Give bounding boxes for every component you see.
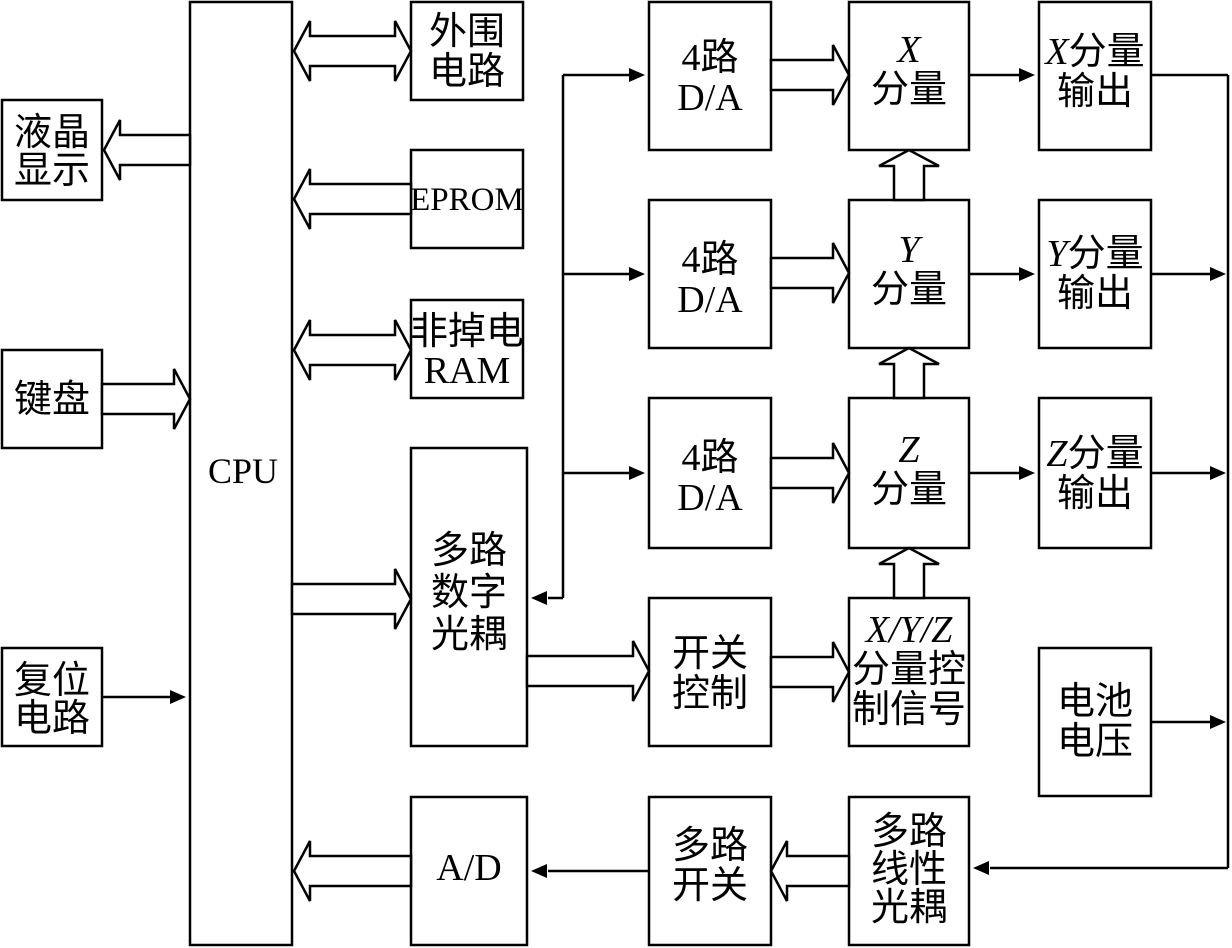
cpu-block: CPU bbox=[188, 0, 294, 947]
x-component-label: 分量 bbox=[871, 69, 947, 111]
da1-label-line1: 4路 bbox=[681, 37, 738, 79]
nvram-label-line2: RAM bbox=[424, 350, 511, 392]
reset-label-line1: 复位 bbox=[14, 660, 90, 702]
peripheral-label-line1: 外围 bbox=[429, 11, 505, 53]
wire-optocoupler-da-trunk bbox=[531, 68, 645, 605]
bus-arrow-cpu-to-lcd bbox=[102, 119, 192, 181]
wire-y-to-output bbox=[969, 267, 1035, 281]
reset-label-line2: 电路 bbox=[14, 698, 90, 740]
reset-circuit-block: 复位 电路 bbox=[0, 646, 104, 748]
linear-optocoupler-block: 多路 线性 光耦 bbox=[847, 795, 971, 947]
bus-arrow-cpu-to-optocoupler bbox=[290, 568, 413, 630]
lcd-block: 液晶 显示 bbox=[0, 98, 104, 202]
da2-label-line2: D/A bbox=[677, 279, 743, 321]
x-component-axis: X bbox=[895, 29, 922, 71]
bus-arrow-da2-to-y bbox=[769, 242, 851, 304]
linear-optocoupler-line1: 多路 bbox=[871, 811, 947, 853]
y-component-block: Y 分量 bbox=[847, 198, 971, 350]
eprom-block: EPROM bbox=[409, 148, 525, 250]
bus-arrow-z-to-y bbox=[878, 346, 940, 400]
lcd-label-line2: 显示 bbox=[14, 150, 90, 192]
xyz-control-line1: 分量控 bbox=[852, 649, 966, 691]
z-output-line1: Z分量 bbox=[1046, 433, 1143, 475]
wire-reset-to-cpu bbox=[102, 690, 186, 704]
xyz-control-line2: 制信号 bbox=[852, 689, 966, 731]
xyz-control-signal-block: X/Y/Z 分量控 制信号 bbox=[847, 596, 971, 748]
nvram-label-line1: 非掉电 bbox=[410, 311, 524, 353]
y-output-line1: Y分量 bbox=[1046, 233, 1143, 275]
bus-arrow-ad-to-cpu bbox=[292, 840, 413, 902]
ad-label: A/D bbox=[436, 847, 501, 889]
da1-label-line2: D/A bbox=[677, 77, 743, 119]
wire-right-feedback-bus bbox=[973, 73, 1230, 875]
bus-arrow-cpu-peripheral bbox=[292, 20, 413, 82]
y-output-text: 分量 bbox=[1068, 233, 1144, 275]
digital-optocoupler-block: 多路 数字 光耦 bbox=[409, 446, 529, 748]
x-output-block: X分量 输出 bbox=[1037, 0, 1153, 152]
x-output-text: 分量 bbox=[1069, 31, 1145, 73]
y-output-line2: 输出 bbox=[1057, 273, 1133, 315]
y-component-axis: Y bbox=[898, 229, 923, 271]
nvram-block: 非掉电 RAM bbox=[409, 298, 525, 400]
linear-optocoupler-line3: 光耦 bbox=[871, 887, 947, 929]
x-output-line1: X分量 bbox=[1043, 31, 1144, 73]
battery-voltage-block: 电池 电压 bbox=[1037, 646, 1153, 798]
z-component-axis: Z bbox=[898, 429, 920, 471]
x-output-axis: X bbox=[1043, 31, 1070, 73]
da-converter-1-block: 4路 D/A bbox=[647, 0, 773, 152]
bus-arrow-switch-to-xyz-control bbox=[769, 641, 851, 703]
digital-optocoupler-line1: 多路 bbox=[431, 530, 507, 572]
bus-arrow-optocoupler-to-switch bbox=[525, 640, 651, 702]
digital-optocoupler-line3: 光耦 bbox=[431, 614, 507, 656]
wire-mux-to-ad bbox=[531, 864, 649, 878]
mux-line2: 开关 bbox=[672, 865, 748, 907]
wire-z-to-output bbox=[969, 466, 1035, 480]
bus-arrow-xyz-control-to-z bbox=[878, 546, 940, 600]
switch-control-line2: 控制 bbox=[672, 673, 748, 715]
wire-x-to-output bbox=[969, 68, 1035, 82]
bus-arrow-linear-optocoupler-to-mux bbox=[769, 840, 851, 902]
eprom-label: EPROM bbox=[410, 182, 524, 218]
ad-converter-block: A/D bbox=[409, 795, 529, 947]
bus-arrow-eprom-to-cpu bbox=[292, 168, 413, 230]
mux-switch-block: 多路 开关 bbox=[647, 795, 773, 947]
y-output-axis: Y bbox=[1046, 233, 1071, 275]
x-output-line2: 输出 bbox=[1057, 71, 1133, 113]
cpu-label: CPU bbox=[208, 451, 278, 491]
bus-arrow-y-to-x bbox=[878, 148, 940, 202]
linear-optocoupler-line2: 线性 bbox=[871, 849, 947, 891]
da-converter-3-block: 4路 D/A bbox=[647, 396, 773, 550]
keyboard-label: 键盘 bbox=[14, 379, 90, 421]
switch-control-block: 开关 控制 bbox=[647, 596, 773, 748]
da3-label-line2: D/A bbox=[677, 477, 743, 519]
keyboard-block: 键盘 bbox=[0, 348, 104, 450]
z-output-axis: Z bbox=[1046, 433, 1068, 475]
z-component-label: 分量 bbox=[871, 469, 947, 511]
z-output-line2: 输出 bbox=[1057, 473, 1133, 515]
y-component-label: 分量 bbox=[871, 269, 947, 311]
x-component-block: X 分量 bbox=[847, 0, 971, 152]
bus-arrow-keyboard-to-cpu bbox=[100, 368, 192, 430]
peripheral-circuit-block: 外围 电路 bbox=[409, 0, 525, 102]
mux-line1: 多路 bbox=[672, 825, 748, 867]
bus-arrow-da3-to-z bbox=[769, 442, 851, 504]
xyz-control-axis: X/Y/Z bbox=[864, 609, 953, 651]
da3-label-line1: 4路 bbox=[681, 437, 738, 479]
da2-label-line1: 4路 bbox=[681, 239, 738, 281]
digital-optocoupler-line2: 数字 bbox=[431, 572, 507, 614]
lcd-label-line1: 液晶 bbox=[14, 112, 90, 154]
bus-arrow-da1-to-x bbox=[769, 44, 851, 106]
bus-arrow-cpu-nvram bbox=[292, 319, 413, 381]
battery-line1: 电池 bbox=[1057, 681, 1133, 723]
z-output-block: Z分量 输出 bbox=[1037, 396, 1153, 550]
peripheral-label-line2: 电路 bbox=[429, 51, 505, 93]
battery-line2: 电压 bbox=[1057, 721, 1133, 763]
y-output-block: Y分量 输出 bbox=[1037, 198, 1153, 350]
z-component-block: Z 分量 bbox=[847, 396, 971, 550]
switch-control-line1: 开关 bbox=[672, 633, 748, 675]
z-output-text: 分量 bbox=[1068, 433, 1144, 475]
da-converter-2-block: 4路 D/A bbox=[647, 198, 773, 350]
